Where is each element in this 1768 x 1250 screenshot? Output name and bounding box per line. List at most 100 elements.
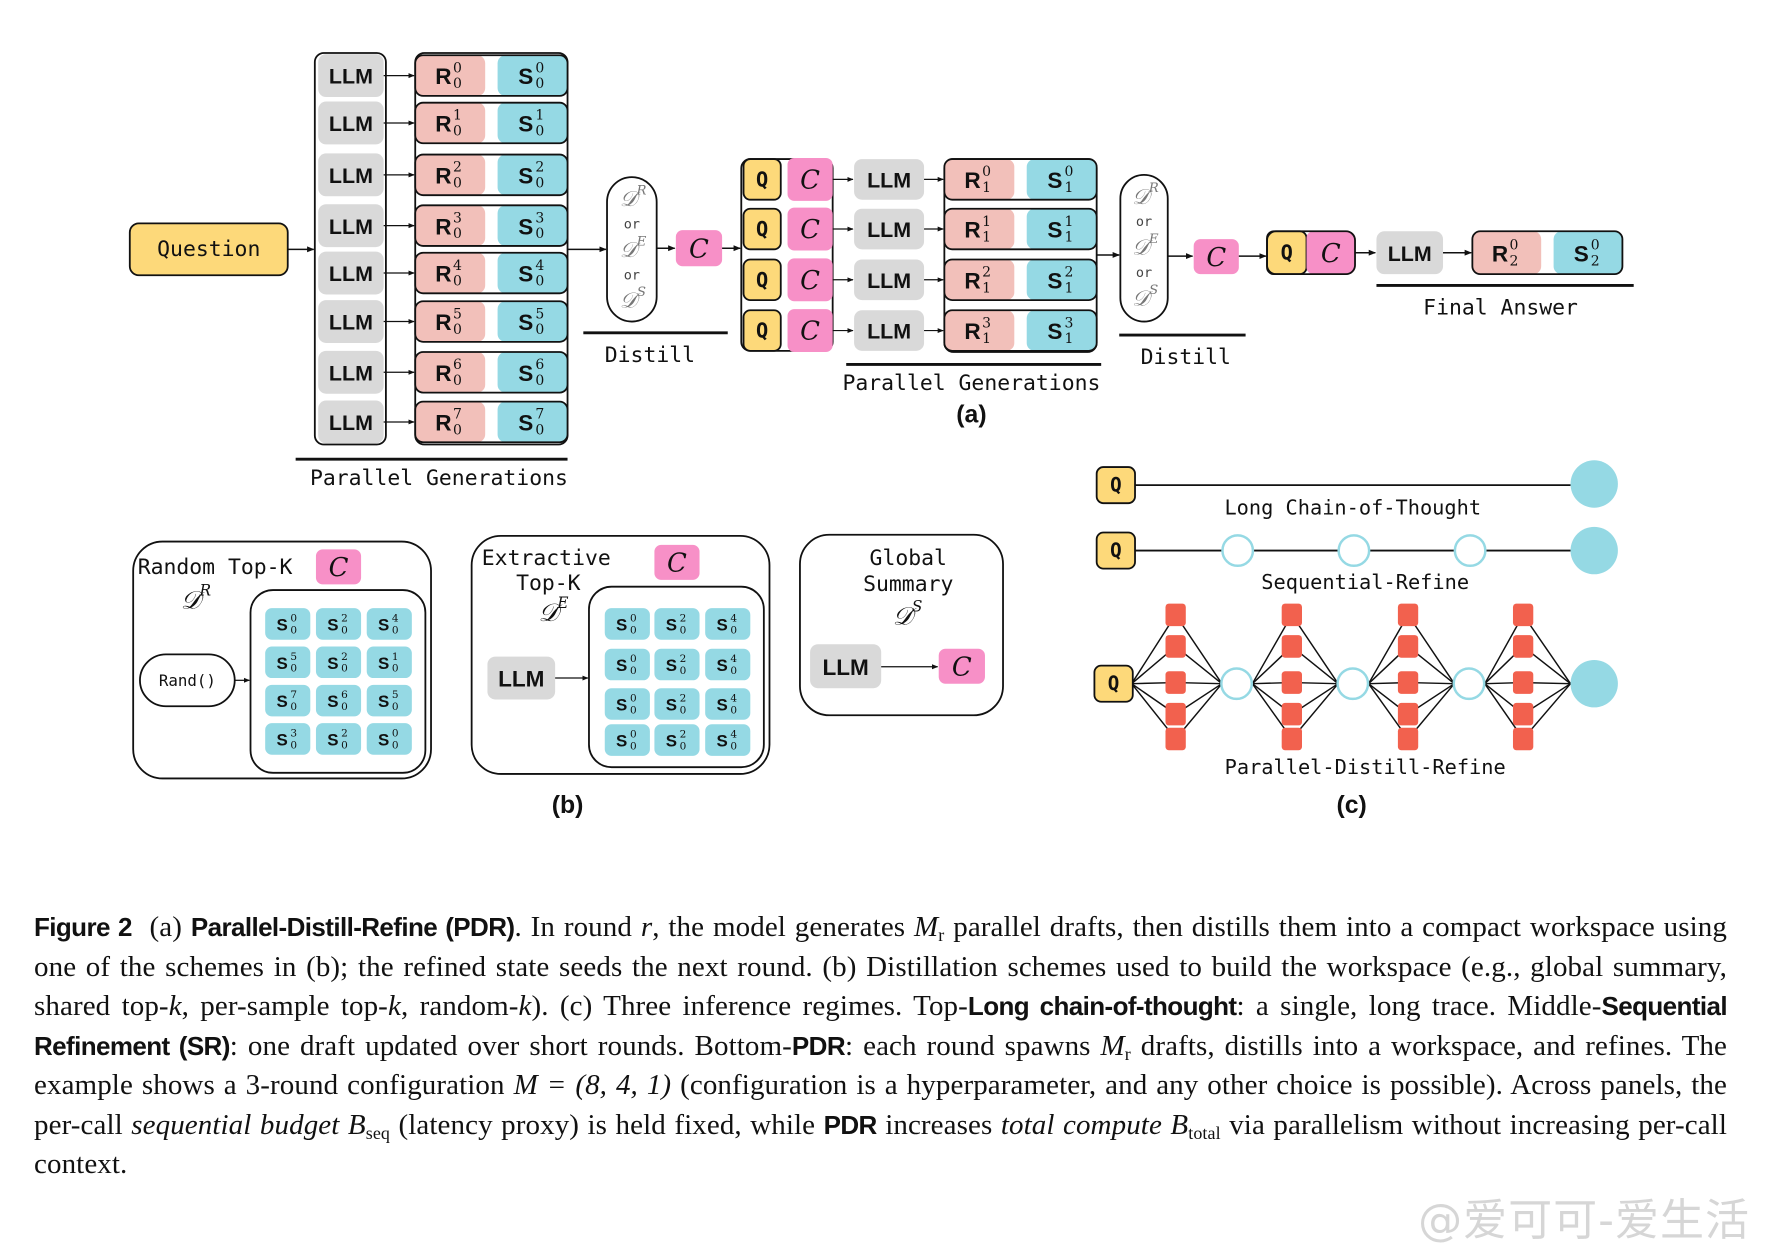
- draft-row-round0-r-sub: 0: [453, 124, 462, 140]
- summary-cell-label-base: S: [616, 656, 627, 675]
- workspace-c-1-bg: [675, 230, 723, 267]
- llm-box: LLM: [318, 101, 384, 145]
- llm-box-label: LLM: [329, 65, 373, 89]
- summary-cell-bg: [315, 684, 362, 717]
- draft-row-round1-summary: [1026, 310, 1097, 351]
- draft-row-round0-r-sub: 0: [453, 274, 462, 290]
- draft-row-round0-r-base: R: [435, 112, 451, 137]
- distill-box-2-or: or: [1136, 265, 1152, 281]
- summary-cell-label-sup: 6: [341, 689, 348, 701]
- summary-cell-label-sub: 0: [392, 739, 399, 751]
- pdr-distill-node: [1220, 667, 1254, 701]
- draft-row-round0-summary: [497, 102, 568, 144]
- global-op-label-glyph: 𝒟: [893, 602, 917, 631]
- draft-row-round0-r-sub: 0: [453, 423, 462, 439]
- pdr-draft-node: [1397, 727, 1419, 751]
- summary-cell-label-base: S: [327, 654, 338, 673]
- draft-row-round0-s-sup: 3: [535, 210, 544, 226]
- draft-row-round0-s-base: S: [518, 164, 533, 189]
- llm-box-bg: [854, 159, 925, 200]
- workspace-c-2-label: C: [1206, 243, 1226, 273]
- draft-row-round1-s-base: S: [1047, 168, 1062, 193]
- q-box: Q: [742, 258, 782, 302]
- pdr-draft-node: [1512, 671, 1534, 694]
- caption-math: Mr: [914, 911, 945, 945]
- summary-cell-label-base: S: [616, 616, 627, 635]
- extractive-op-label-sup: E: [556, 594, 568, 612]
- summary-cell-bg: [654, 724, 700, 756]
- pdr-draft-node: [1397, 635, 1419, 658]
- draft-row-round0-reasoning: [415, 205, 486, 246]
- caption-math: k: [518, 990, 532, 1022]
- draft-row-round1-r-base: R: [964, 268, 980, 293]
- pdr-distill-node: [1336, 667, 1370, 701]
- draft-row-round0-s-sup: 7: [535, 407, 544, 423]
- seq-refine-draft-node: [1453, 534, 1487, 568]
- random-op-label-sup: R: [198, 582, 211, 600]
- distill-box-2-op-s-glyph: 𝒟: [1132, 286, 1153, 311]
- caption-italic: total compute: [1000, 1108, 1162, 1141]
- global-llm-bg: [810, 644, 882, 689]
- random-op-label: 𝒟R: [181, 582, 212, 615]
- summary-cell-label-base: S: [716, 696, 727, 715]
- pdr-edge-out: [1291, 614, 1339, 685]
- draft-row-round0-border: [414, 400, 569, 444]
- pdr-draft-node: [1281, 727, 1302, 751]
- summary-cell-bg: [654, 648, 700, 681]
- llm-box: LLM: [318, 204, 384, 248]
- pdr-edge-in: [1367, 614, 1409, 685]
- draft-row-round0-r-sub: 0: [453, 76, 462, 92]
- pdr-draft-node: [1281, 671, 1302, 694]
- llm-box-label: LLM: [329, 215, 373, 239]
- llm-box-final: LLM: [1376, 231, 1444, 275]
- summary-cell-label-sub: 0: [341, 663, 348, 675]
- draft-row-round1-border: [943, 207, 1098, 251]
- summary-cell-bg: [265, 723, 311, 755]
- summary-cell-label-sup: 2: [680, 612, 687, 624]
- draft-row-round0-summary: [497, 55, 568, 96]
- random-workspace-c-label: C: [329, 553, 349, 583]
- random-workspace-c-bg: [315, 549, 362, 585]
- workspace-c-bg: [787, 157, 833, 201]
- summary-cell-label-base: S: [276, 692, 287, 711]
- seq-refine-q-bg: [1095, 531, 1136, 570]
- workspace-c-bg: [787, 207, 833, 251]
- llm-box-label: LLM: [867, 169, 911, 193]
- draft-row-round0-s-sub: 0: [535, 124, 544, 140]
- draft-row-round0-s-sub: 0: [535, 76, 544, 92]
- draft-row-round0-s-base: S: [518, 112, 533, 137]
- draft-row-round1-r-base: R: [964, 319, 980, 344]
- pdr-draft-node: [1165, 671, 1186, 694]
- draft-row-round1-r-sub: 1: [982, 230, 991, 246]
- summary-cell-label-sub: 0: [392, 624, 399, 636]
- llm-column-border: [313, 52, 387, 446]
- random-box-border: [132, 540, 432, 780]
- workspace-c-final-label: C: [1321, 239, 1341, 269]
- random-op-label-glyph: 𝒟: [181, 586, 205, 615]
- caption-math: k: [168, 990, 182, 1022]
- summary-cell-label-sup: 0: [630, 653, 637, 665]
- global-workspace-c-label: C: [952, 652, 972, 682]
- llm-box-bg: [318, 350, 384, 394]
- q-box: Q: [742, 207, 782, 251]
- caption-text: drafts, distills into a workspace, and r…: [34, 1029, 1727, 1102]
- draft-row-round1-r-sub: 1: [982, 280, 991, 296]
- summary-cell-bg: [705, 608, 751, 640]
- caption-bold-term: Sequential Refinement (SR): [34, 991, 1728, 1061]
- random-workspace-c: C: [315, 549, 362, 585]
